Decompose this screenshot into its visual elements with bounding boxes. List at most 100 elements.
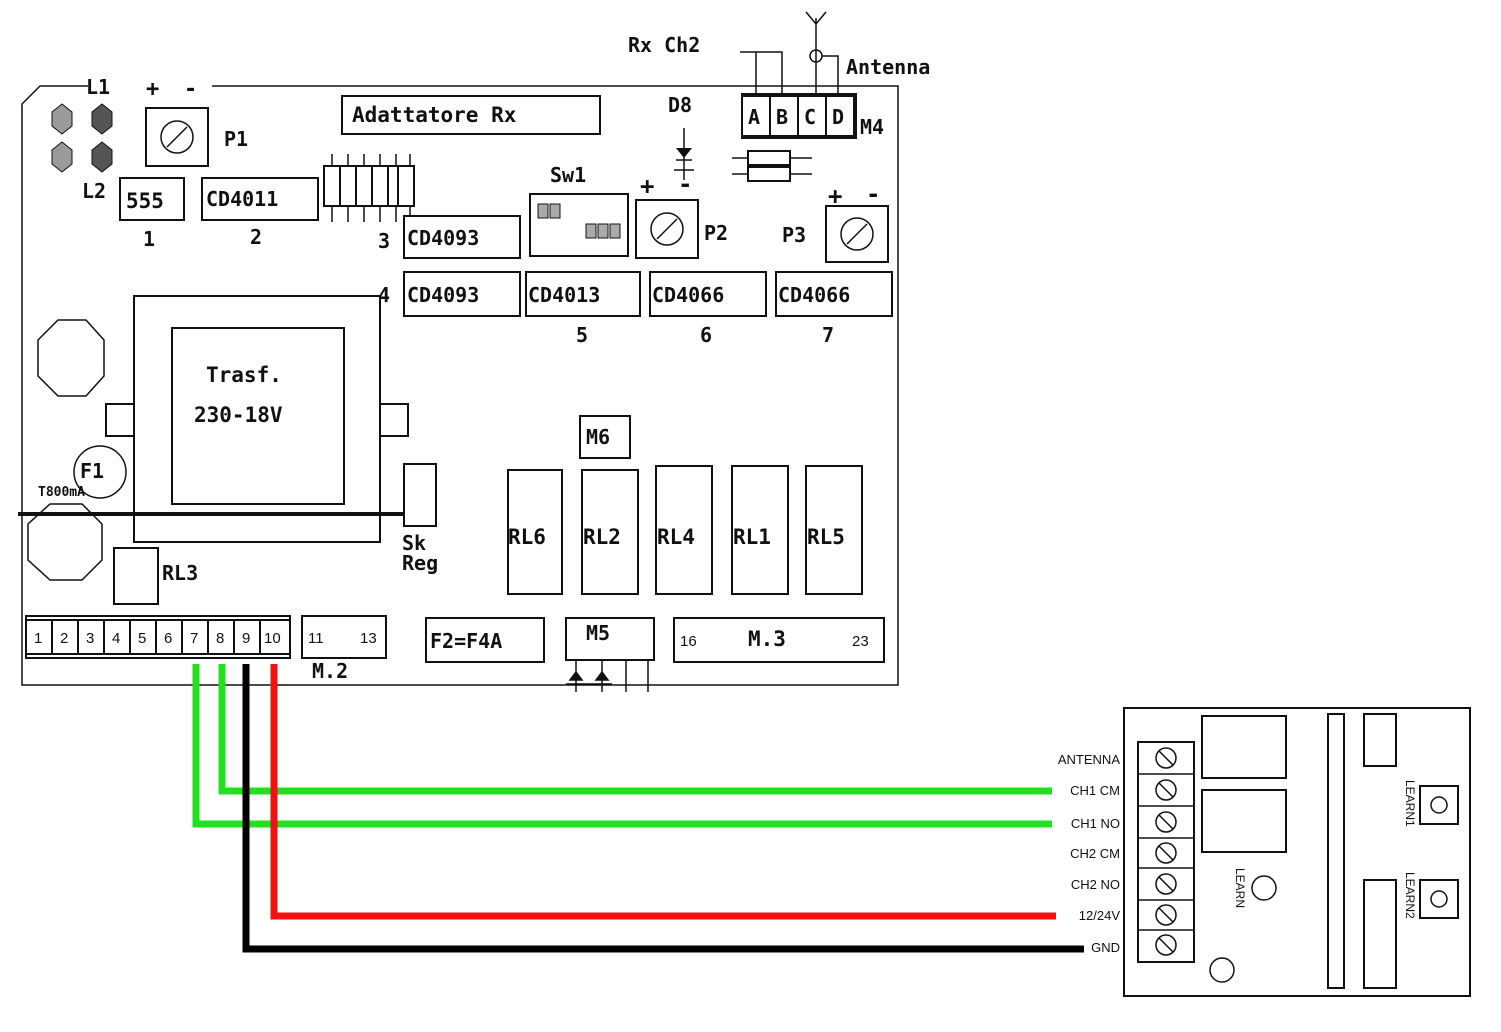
wire-terminal7-ch1-no <box>192 664 1052 828</box>
m2-left-number: 11 <box>308 630 324 647</box>
led-plus-sign: + <box>146 77 159 102</box>
learn2-button[interactable] <box>1419 879 1459 919</box>
relay-rl6 <box>507 469 563 595</box>
m4-pin-d: D <box>832 105 844 129</box>
p3-label: P3 <box>782 223 806 247</box>
m5-label: M5 <box>586 621 610 645</box>
relay-rl2 <box>581 469 639 595</box>
p3-minus: - <box>866 180 880 208</box>
p3-plus: + <box>828 182 842 210</box>
m3-left-number: 16 <box>680 633 697 650</box>
m4-pin-c: C <box>804 105 816 129</box>
m2-label: M.2 <box>312 659 348 683</box>
m2-right-number: 13 <box>360 630 377 647</box>
led1-label: L1 <box>86 75 110 99</box>
m4-pin-a: A <box>748 105 760 129</box>
receiver-terminal-12-24v: 12/24V <box>1079 908 1121 923</box>
connector-m6 <box>579 415 631 459</box>
terminal-9: 9 <box>242 630 250 647</box>
ic-number-5: 5 <box>576 323 588 347</box>
ic-cd4013 <box>525 271 641 317</box>
fuse-f1 <box>73 445 127 499</box>
ic-555 <box>119 177 185 221</box>
receiver-terminal-ch1-cm: CH1 CM <box>1070 783 1120 798</box>
ic-cd4013-label: CD4013 <box>528 283 600 307</box>
wire-terminal9-gnd <box>242 664 1084 953</box>
d8-label: D8 <box>668 93 692 117</box>
wire-terminal8-ch1-cm <box>218 664 1052 795</box>
ic-number-3: 3 <box>378 229 390 253</box>
control-board: L1 + - L2 P1 555 1 CD4011 2 <box>18 11 930 692</box>
ic-cd4093-b-label: CD4093 <box>407 283 479 307</box>
m6-label: M6 <box>586 425 610 449</box>
fuse-f2 <box>425 617 545 663</box>
relay-rl1-label: RL1 <box>733 525 771 549</box>
learn1-label: LEARN1 <box>1403 780 1417 827</box>
rx-ch2-label: Rx Ch2 <box>628 33 700 57</box>
learn-led <box>1251 875 1277 901</box>
ic-number-6: 6 <box>700 323 712 347</box>
ic-cd4093-b <box>403 271 521 317</box>
relay-rl5 <box>805 465 863 595</box>
terminal-5: 5 <box>138 630 146 647</box>
ic-cd4011-label: CD4011 <box>206 187 278 211</box>
relay-rl3 <box>113 547 159 605</box>
receiver-terminal-antenna: ANTENNA <box>1058 752 1120 767</box>
receiver-component-bottom <box>1363 879 1397 989</box>
connector-m5 <box>565 617 655 661</box>
receiver-relay-1 <box>1201 715 1287 779</box>
ic-number-7: 7 <box>822 323 834 347</box>
learn1-button[interactable] <box>1419 785 1459 825</box>
m4-label: M4 <box>860 115 884 139</box>
wire-terminal10-12-24v <box>270 664 1056 920</box>
transformer <box>105 295 409 543</box>
p2-plus: + <box>640 172 654 200</box>
receiver-hole <box>1209 957 1235 983</box>
receiver-screw-terminals <box>1138 747 1194 956</box>
ic-cd4066-b <box>775 271 893 317</box>
receiver-terminal-ch1-no: CH1 NO <box>1071 816 1120 831</box>
terminal-7: 7 <box>190 630 198 647</box>
led2-label: L2 <box>82 179 106 203</box>
terminal-8: 8 <box>216 630 224 647</box>
ic-555-label: 555 <box>126 189 164 213</box>
relay-rl5-label: RL5 <box>807 525 845 549</box>
p1-label: P1 <box>224 127 248 151</box>
receiver-terminal-ch2-no: CH2 NO <box>1071 877 1120 892</box>
p2-label: P2 <box>704 221 728 245</box>
antenna-label: Antenna <box>846 55 930 79</box>
terminal-block-m2 <box>301 615 387 659</box>
m3-right-number: 23 <box>852 633 869 650</box>
led-minus-sign: - <box>184 77 197 102</box>
terminal-block-m4 <box>741 93 857 139</box>
ic-cd4093-a-label: CD4093 <box>407 226 479 250</box>
receiver-module: ANTENNA CH1 CM CH1 NO CH2 CM CH2 NO 12/2… <box>1058 707 1471 997</box>
capacitor-bottom <box>27 503 103 581</box>
m4-pin-b: B <box>776 105 788 129</box>
ic-number-2: 2 <box>250 225 262 249</box>
receiver-terminal-ch2-cm: CH2 CM <box>1070 846 1120 861</box>
ic-cd4066-a <box>649 271 767 317</box>
rx-adapter <box>341 95 601 135</box>
learn2-label: LEARN2 <box>1403 872 1417 919</box>
relay-rl4-label: RL4 <box>657 525 695 549</box>
rl3-label: RL3 <box>162 561 198 585</box>
receiver-antenna-strip <box>1327 713 1345 989</box>
led-indicators <box>51 103 113 173</box>
ic-cd4093-a <box>403 215 521 259</box>
relay-rl4 <box>655 465 713 595</box>
receiver-terminal-gnd: GND <box>1091 940 1120 955</box>
relay-rl6-label: RL6 <box>508 525 546 549</box>
terminal-1: 1 <box>34 630 42 647</box>
reg-label: Reg <box>402 551 438 575</box>
terminal-block-m3 <box>673 617 885 663</box>
wiring <box>192 664 1084 953</box>
f1-label: F1 <box>80 459 104 483</box>
terminal-6: 6 <box>164 630 172 647</box>
m3-label: M.3 <box>748 627 786 651</box>
ic-number-4: 4 <box>378 283 390 307</box>
resistor-array <box>323 154 415 222</box>
transformer-label: Trasf. <box>206 363 282 387</box>
receiver-component-top <box>1363 713 1397 767</box>
